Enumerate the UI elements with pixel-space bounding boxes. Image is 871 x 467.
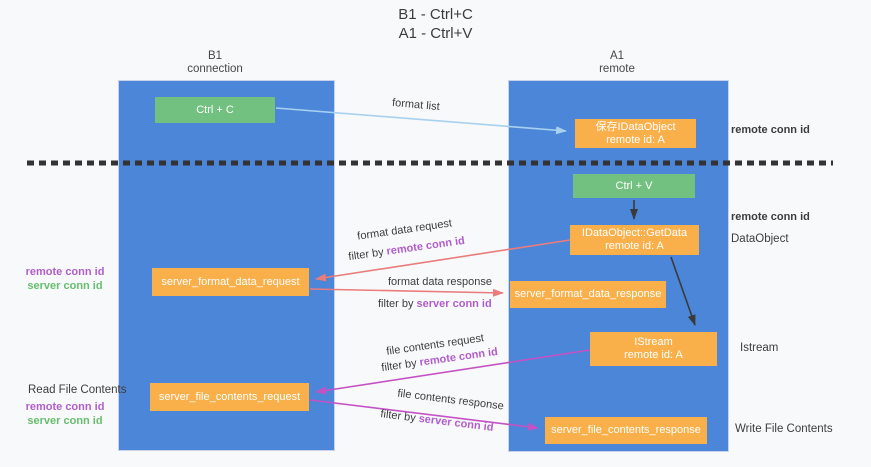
box-ctrl-c: Ctrl + C xyxy=(155,97,275,123)
box-server-format-data-request: server_format_data_request xyxy=(152,268,309,296)
left-conn-ids-bottom: remote conn id server conn id xyxy=(25,401,105,427)
box-server-file-contents-response: server_file_contents_response xyxy=(545,417,707,444)
header-b1-connection: B1 connection xyxy=(187,50,243,75)
title-line-1: B1 - Ctrl+C xyxy=(398,6,473,23)
label-filter-by-server-1: filter by server conn id xyxy=(378,298,492,310)
right-remote-conn-id-1: remote conn id xyxy=(731,124,810,136)
box-ctrl-v: Ctrl + V xyxy=(573,174,695,198)
right-remote-conn-id-2: remote conn id xyxy=(731,211,810,223)
label-istream: Istream xyxy=(740,342,779,354)
header-a1-remote: A1 remote xyxy=(599,50,635,75)
arrow-format-data-response xyxy=(309,288,504,297)
label-dataobject: DataObject xyxy=(731,233,789,245)
label-write-file-contents: Write File Contents xyxy=(735,423,833,435)
label-format-data-response: format data response xyxy=(388,276,492,288)
label-read-file-contents: Read File Contents xyxy=(28,384,127,396)
left-conn-ids-top: remote conn id server conn id xyxy=(25,266,105,292)
title-line-2: A1 - Ctrl+V xyxy=(398,25,473,42)
box-idataobject-getdata: IDataObject::GetData remote id: A xyxy=(570,225,699,255)
label-file-contents-response: file contents response xyxy=(396,387,505,413)
box-server-file-contents-request: server_file_contents_request xyxy=(150,383,309,411)
box-save-idataobject: 保存IDataObject remote id: A xyxy=(575,119,696,148)
label-filter-by-server-2: filter by server conn id xyxy=(379,408,495,434)
box-server-format-data-response: server_format_data_response xyxy=(510,281,666,308)
box-istream: IStream remote id: A xyxy=(590,332,717,366)
diagram-title: B1 - Ctrl+C A1 - Ctrl+V xyxy=(0,5,871,43)
label-format-list: format list xyxy=(391,96,441,114)
